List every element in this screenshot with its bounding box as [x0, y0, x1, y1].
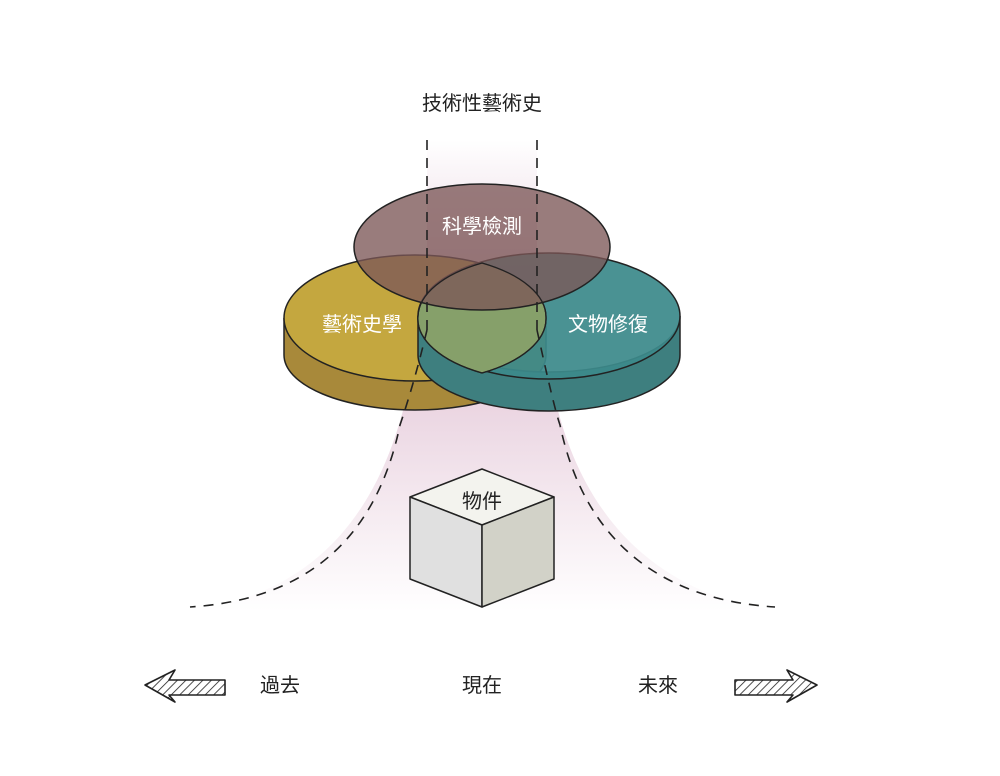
- object-cube: [409, 468, 555, 608]
- past-arrow-icon: [144, 669, 226, 703]
- future-arrow-icon: [734, 669, 818, 703]
- timeline-present: 現在: [462, 673, 502, 697]
- cube-right-face: [481, 496, 555, 608]
- label-object: 物件: [462, 489, 502, 513]
- label-conservation: 文物修復: [568, 312, 648, 336]
- spread-dash-right: [536, 329, 776, 608]
- timeline-past: 過去: [260, 673, 300, 697]
- diagram-title: 技術性藝術史: [422, 91, 542, 115]
- timeline-future: 未來: [638, 673, 678, 697]
- lens-outline: [417, 262, 547, 374]
- label-art-history: 藝術史學: [322, 312, 402, 336]
- label-scientific-analysis: 科學檢測: [442, 214, 522, 238]
- scientific-analysis-disc: [353, 183, 611, 311]
- spread-dash-left: [189, 329, 428, 608]
